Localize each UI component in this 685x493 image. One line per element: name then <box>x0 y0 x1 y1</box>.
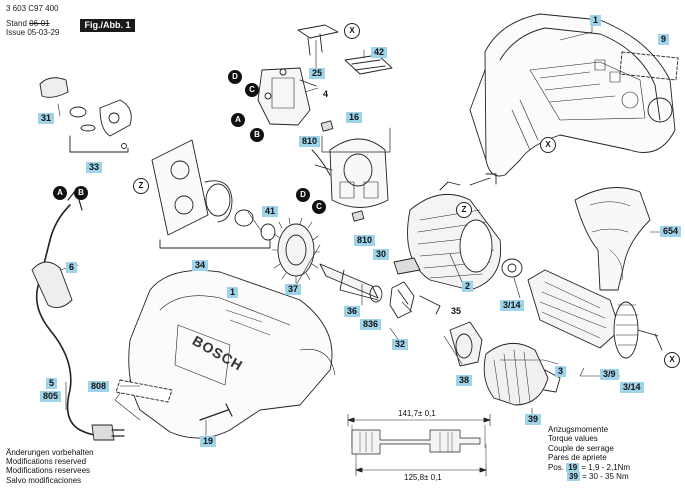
figure-label: Fig./Abb. 1 <box>80 19 135 32</box>
part-label-37: 37 <box>285 284 302 295</box>
gear-switch-parts-icon <box>69 99 132 153</box>
issue-label: Issue <box>6 28 26 37</box>
torque-value: = 30 - 35 Nm <box>582 472 629 482</box>
marker-d: D <box>228 70 242 84</box>
bearing-icon <box>449 321 483 367</box>
marker-a: A <box>231 113 245 127</box>
marker-b: B <box>250 128 264 142</box>
note-line: Modifications reservees <box>6 466 91 476</box>
torque-table: Anzugsmomente Torque values Couple de se… <box>548 425 631 482</box>
torque-part: 19 <box>566 462 580 472</box>
part-label-805: 805 <box>40 391 62 402</box>
carbon-brush-icon <box>320 120 334 132</box>
part-label-1-lower: 1 <box>227 287 239 298</box>
part-label-25: 25 <box>309 68 326 79</box>
part-label-32: 32 <box>392 339 409 350</box>
part-label-33: 33 <box>86 162 103 173</box>
switch-icon <box>257 67 317 126</box>
torque-value: = 1,9 - 2,1Nm <box>581 462 631 472</box>
stand-label: Stand <box>6 19 27 28</box>
note-line: Salvo modificaciones <box>6 475 82 485</box>
part-label-2: 2 <box>462 281 474 292</box>
spindle-icon <box>319 263 383 303</box>
torque-heading: Anzugsmomente <box>548 425 609 434</box>
bearing-plate-icon <box>151 139 271 249</box>
stand-line: Stand 06-01 <box>6 19 50 29</box>
revision-notes: Änderungen vorbehalten Modifications res… <box>6 448 94 485</box>
part-label-810-bottom: 810 <box>354 235 376 246</box>
marker-z: Z <box>133 178 149 194</box>
marker-d: D <box>296 188 310 202</box>
part-label-5: 5 <box>46 378 58 389</box>
part-label-41: 41 <box>262 206 279 217</box>
cable-clip-icon <box>297 24 339 56</box>
issue-value: 05-03-29 <box>27 28 60 37</box>
screw-icon <box>469 173 497 186</box>
power-cable-icon <box>31 189 125 441</box>
part-label-34: 34 <box>192 260 209 271</box>
label-plate-icon <box>619 51 679 81</box>
gear-icon <box>260 217 321 284</box>
drill-chuck-icon <box>483 343 561 406</box>
armature-icon <box>501 258 663 359</box>
aux-handle-icon <box>574 187 651 291</box>
part-label-3-14: 3/14 <box>500 300 524 311</box>
part-label-9: 9 <box>658 34 670 45</box>
marker-c: C <box>312 200 326 214</box>
field-stator-icon <box>407 181 502 291</box>
carbon-brush-icon <box>351 210 365 222</box>
part-label-808: 808 <box>88 381 110 392</box>
part-label-30: 30 <box>373 249 390 260</box>
part-label-3-9: 3/9 <box>600 369 619 380</box>
torque-heading: Pares de apriete <box>548 453 607 463</box>
stand-value: 06-01 <box>29 19 50 28</box>
part-label-3: 3 <box>555 366 567 377</box>
marker-x: X <box>344 23 360 39</box>
marker-x: X <box>664 352 680 368</box>
torque-part: 39 <box>567 472 580 482</box>
part-label-810-top: 810 <box>299 136 321 147</box>
part-label-35: 35 <box>451 306 462 316</box>
part-label-3-14-lower: 3/14 <box>620 382 644 393</box>
torque-row: 39 = 30 - 35 Nm <box>548 472 630 482</box>
type-plate-icon <box>115 379 173 403</box>
armature-dimension-icon <box>347 413 491 477</box>
torque-row: Pos. 19 = 1,9 - 2,1Nm <box>548 462 631 472</box>
part-label-4: 4 <box>323 89 329 99</box>
part-label-1: 1 <box>590 15 602 26</box>
brush-holder-icon <box>311 138 389 208</box>
part-number: 3 603 C97 400 <box>6 4 59 13</box>
part-label-19: 19 <box>200 436 217 447</box>
part-label-42: 42 <box>371 47 388 58</box>
issue-line: Issue 05-03-29 <box>6 28 59 38</box>
part-label-36: 36 <box>344 306 361 317</box>
part-label-16: 16 <box>346 112 363 123</box>
part-label-654: 654 <box>660 226 682 237</box>
spring-clip-icon <box>389 257 441 319</box>
note-line: Änderungen vorbehalten <box>6 448 94 457</box>
screw-19-icon <box>199 403 233 421</box>
dimension-overall: 141,7± 0,1 <box>398 409 436 418</box>
marker-a: A <box>53 186 67 200</box>
part-label-38: 38 <box>456 375 473 386</box>
torque-heading: Couple de serrage <box>548 443 614 453</box>
torque-heading: Torque values <box>548 434 598 444</box>
marker-b: B <box>74 186 88 200</box>
contact-clip-icon <box>344 54 393 75</box>
marker-c: C <box>245 83 259 97</box>
dimension-inner: 125,8± 0,1 <box>404 473 442 482</box>
marker-z: Z <box>456 202 472 218</box>
part-label-31: 31 <box>38 113 55 124</box>
housing-half-top-icon <box>469 13 676 177</box>
part-label-39: 39 <box>525 414 542 425</box>
torque-pos-label: Pos. <box>548 462 565 472</box>
selector-knob-icon <box>39 77 69 98</box>
note-line: Modifications reserved <box>6 457 87 467</box>
part-label-836: 836 <box>360 319 382 330</box>
marker-x: X <box>540 137 556 153</box>
part-label-6: 6 <box>66 262 78 273</box>
